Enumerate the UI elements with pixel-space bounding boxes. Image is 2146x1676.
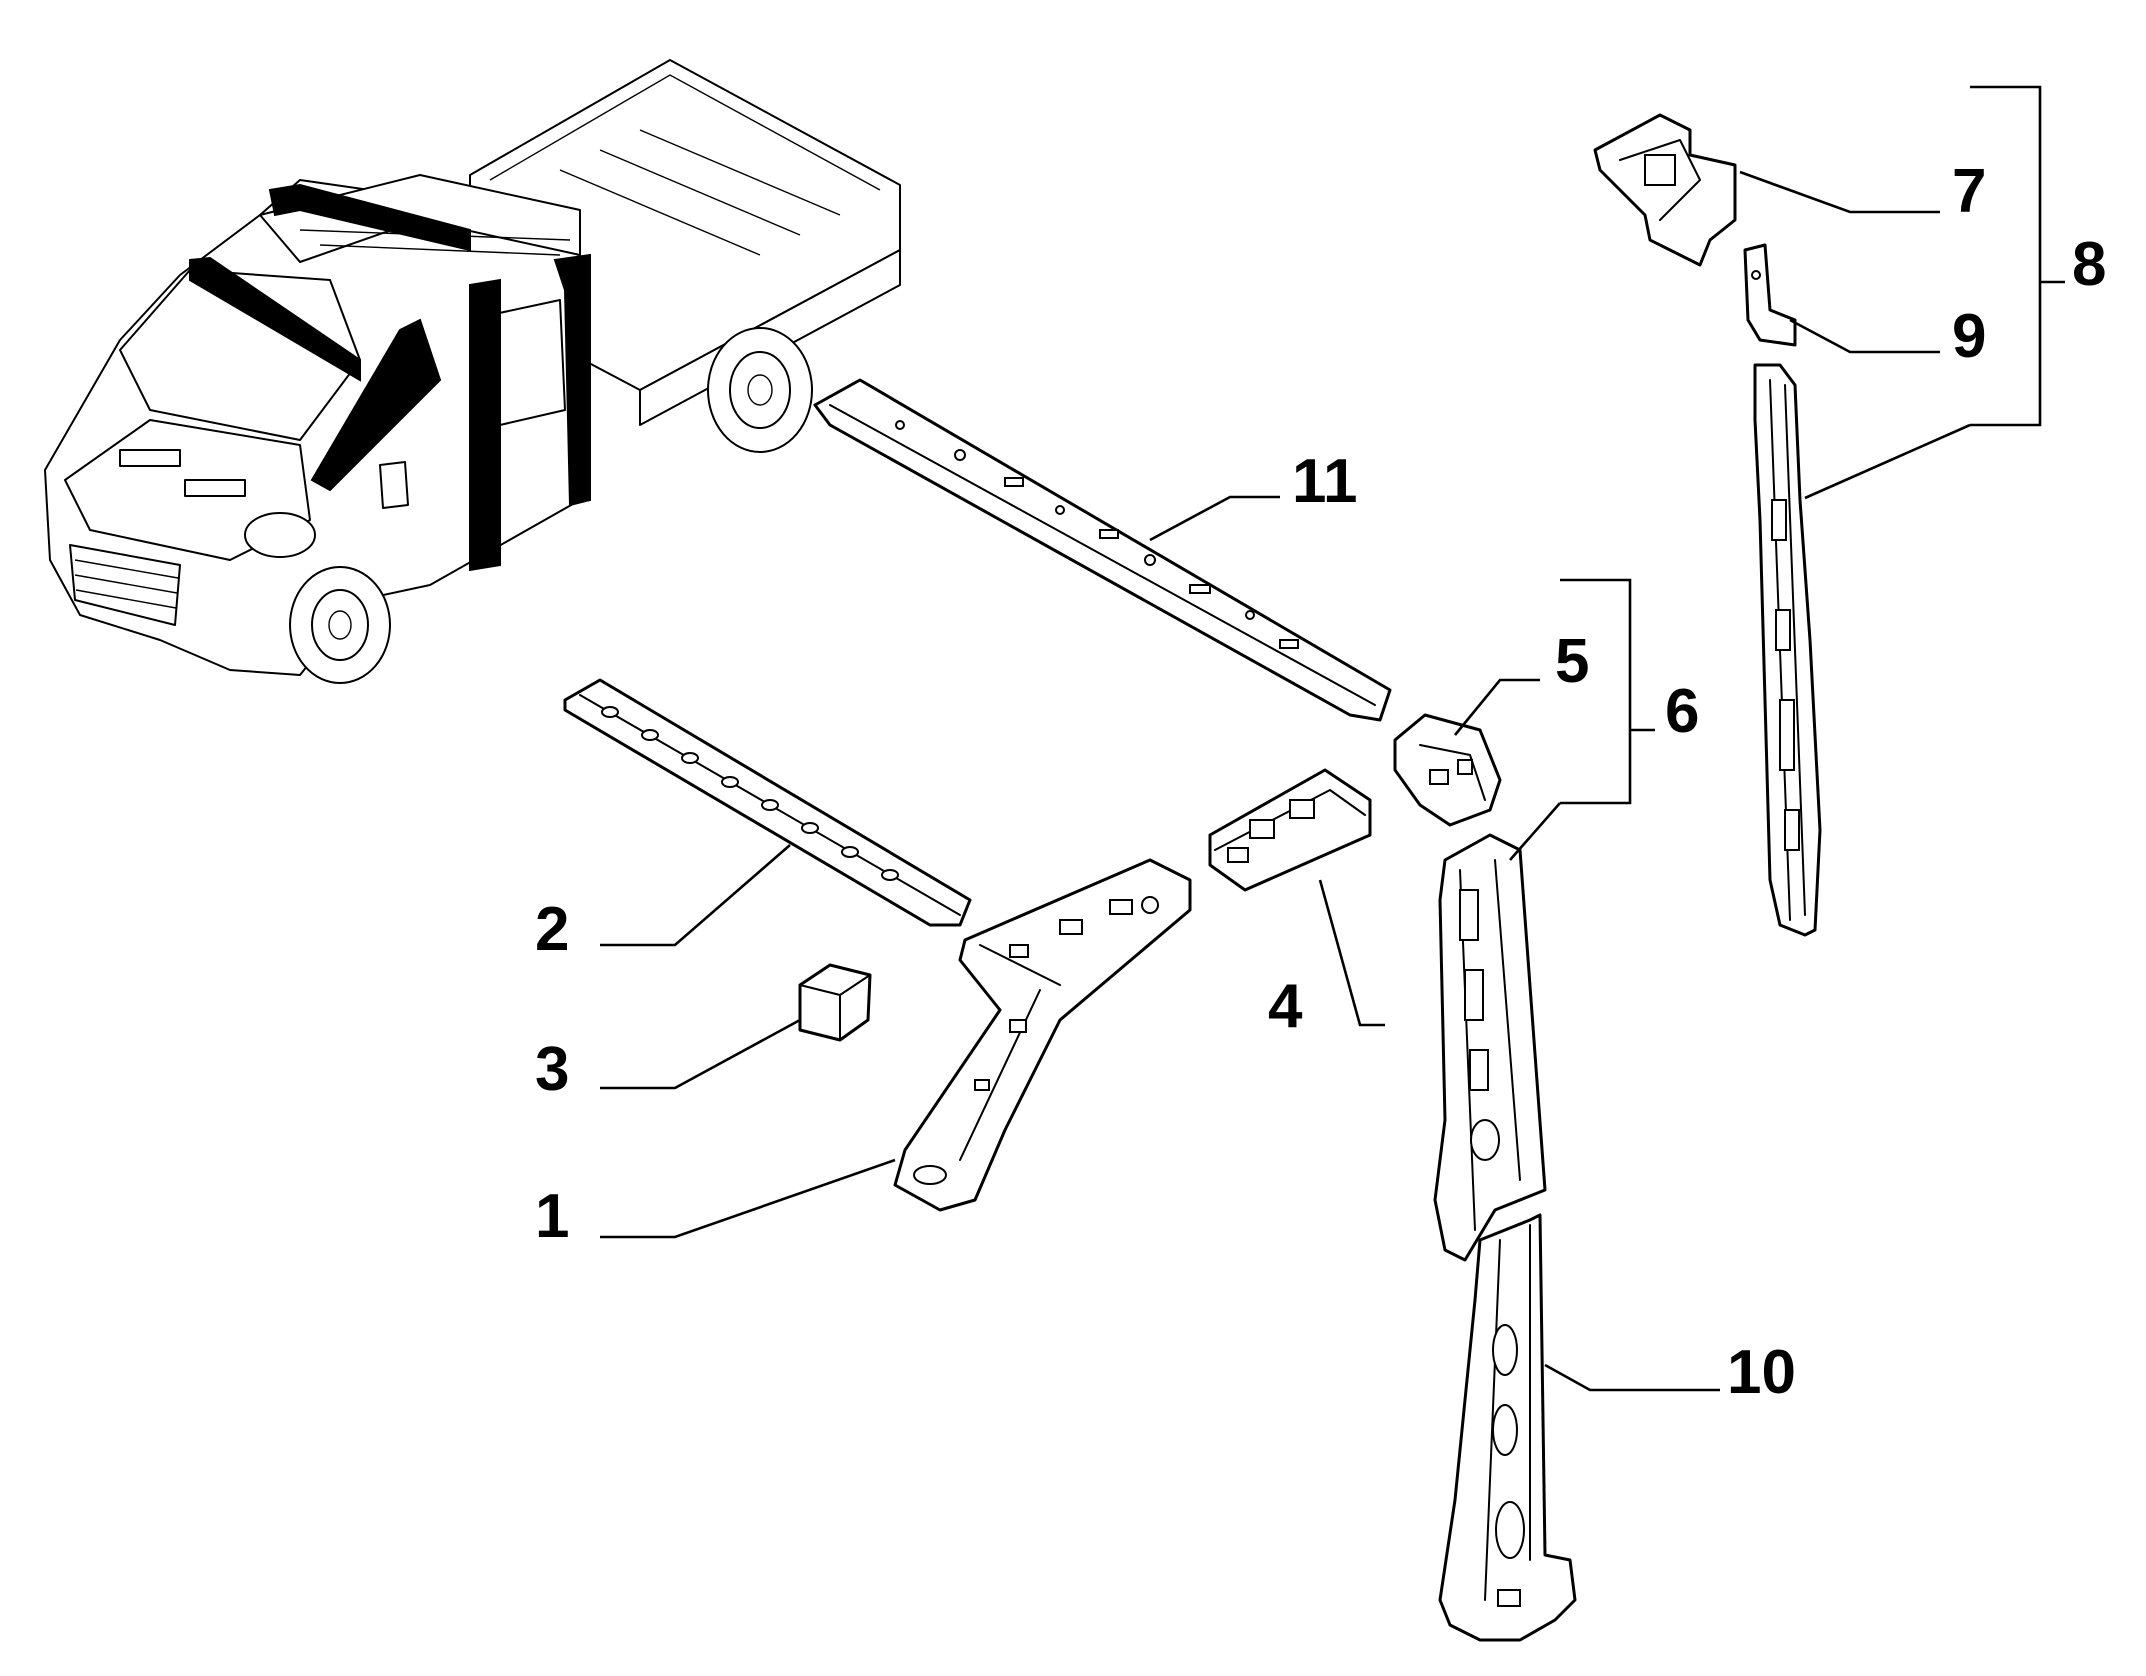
callout-3: 3 [535,1035,569,1104]
leader-4 [1318,879,1385,1027]
highlight-a-pillar [310,318,442,492]
leader-2 [600,844,791,947]
part-9-plate [1743,243,1797,347]
leader-lines [600,85,2065,1392]
part-10-lower-pillar [1438,1213,1577,1642]
callout-2: 2 [535,895,569,964]
part-3-cube [798,963,872,1042]
part-5-corner-bracket [1393,713,1502,827]
bracket-6 [1560,578,1632,805]
callout-1: 1 [535,1182,569,1251]
callout-11: 11 [1292,447,1358,516]
callout-6: 6 [1665,677,1699,746]
leader-5 [1453,678,1540,736]
callout-9: 9 [1952,302,1986,371]
leader-9 [1789,318,1940,354]
leader-6-part [1509,802,1561,861]
part-11-roof-rail [813,378,1392,722]
highlight-windscreen-rail [189,256,361,382]
bracket-8 [1970,85,2042,427]
highlight-roof-crossmember [268,183,471,252]
part-2-side-member [563,678,972,927]
callout-4: 4 [1268,972,1303,1041]
part-7-gusset [1593,113,1737,267]
highlight-c-pillar [553,253,591,507]
highlight-b-pillar [469,278,501,572]
part-4-bracket [1208,768,1372,892]
callout-labels: 1 2 3 4 5 6 7 8 9 10 11 [535,157,2106,1407]
part-8-c-pillar [1753,363,1822,937]
callout-10: 10 [1727,1338,1796,1407]
callout-7: 7 [1952,157,1986,226]
callout-8: 8 [2072,230,2106,299]
part-6-b-pillar [1433,833,1547,1262]
truck-overview-illustration [44,59,901,684]
leader-8-part [1804,423,1971,500]
leader-11 [1149,495,1280,542]
callout-5: 5 [1555,627,1589,696]
leader-10 [1544,1363,1720,1392]
leader-1 [600,1158,896,1239]
leader-7 [1739,170,1940,214]
leader-3 [600,1018,801,1090]
part-1-a-pillar [893,858,1192,1212]
